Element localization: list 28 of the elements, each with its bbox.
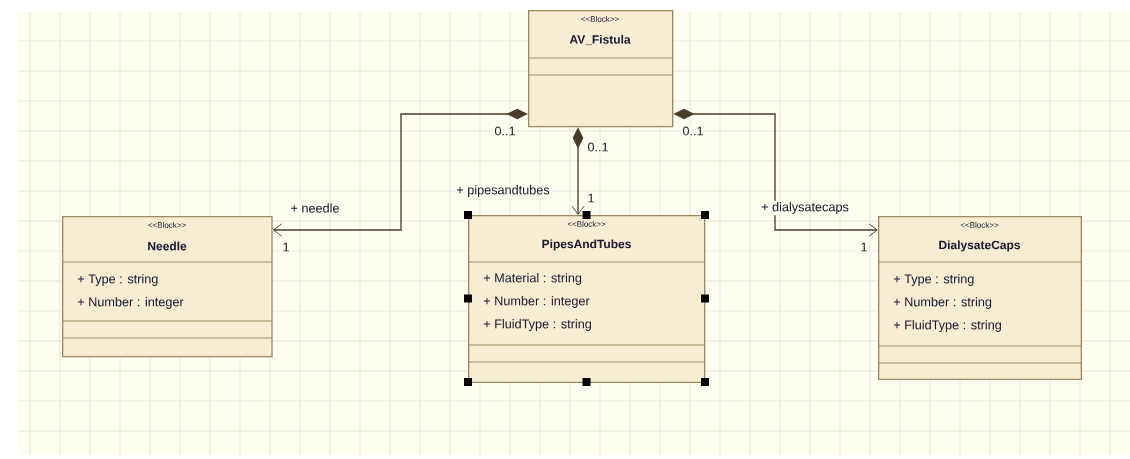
multiplicity-label: 0..1 <box>586 141 610 153</box>
multiplicity-label: 0..1 <box>493 125 517 137</box>
multiplicity-label: 1 <box>281 241 291 253</box>
attribute-text: + FluidType : string <box>483 319 591 331</box>
attribute-text: + Number : string <box>893 297 992 309</box>
block-name: AV_Fistula <box>569 34 631 46</box>
multiplicity-label: 1 <box>586 192 596 204</box>
block-name: PipesAndTubes <box>542 239 631 251</box>
block-box <box>877 216 1082 380</box>
multiplicity-label: 0..1 <box>681 125 705 137</box>
attribute-text: + Type : string <box>77 274 158 286</box>
composition-arrow <box>273 108 528 237</box>
block-name: DialysateCaps <box>939 240 1021 252</box>
block-box <box>467 215 706 383</box>
stereotype-text: <<Block>> <box>581 16 619 22</box>
attribute-text: + Type : string <box>893 274 974 286</box>
block-name: Needle <box>148 241 187 251</box>
stereotype-text: <<Block>> <box>567 221 606 227</box>
stereotype-text: <<Block>> <box>148 222 186 228</box>
edge-label: + needle <box>289 202 341 214</box>
block-box <box>61 216 273 358</box>
stereotype-text: <<Block>> <box>960 222 999 228</box>
block-box <box>527 10 674 128</box>
multiplicity-label: 1 <box>859 241 869 253</box>
attribute-text: + Number : integer <box>483 296 590 308</box>
attribute-text: + Number : integer <box>77 297 184 309</box>
attribute-text: + FluidType : string <box>893 320 1001 332</box>
attribute-text: + Material : string <box>483 273 582 285</box>
